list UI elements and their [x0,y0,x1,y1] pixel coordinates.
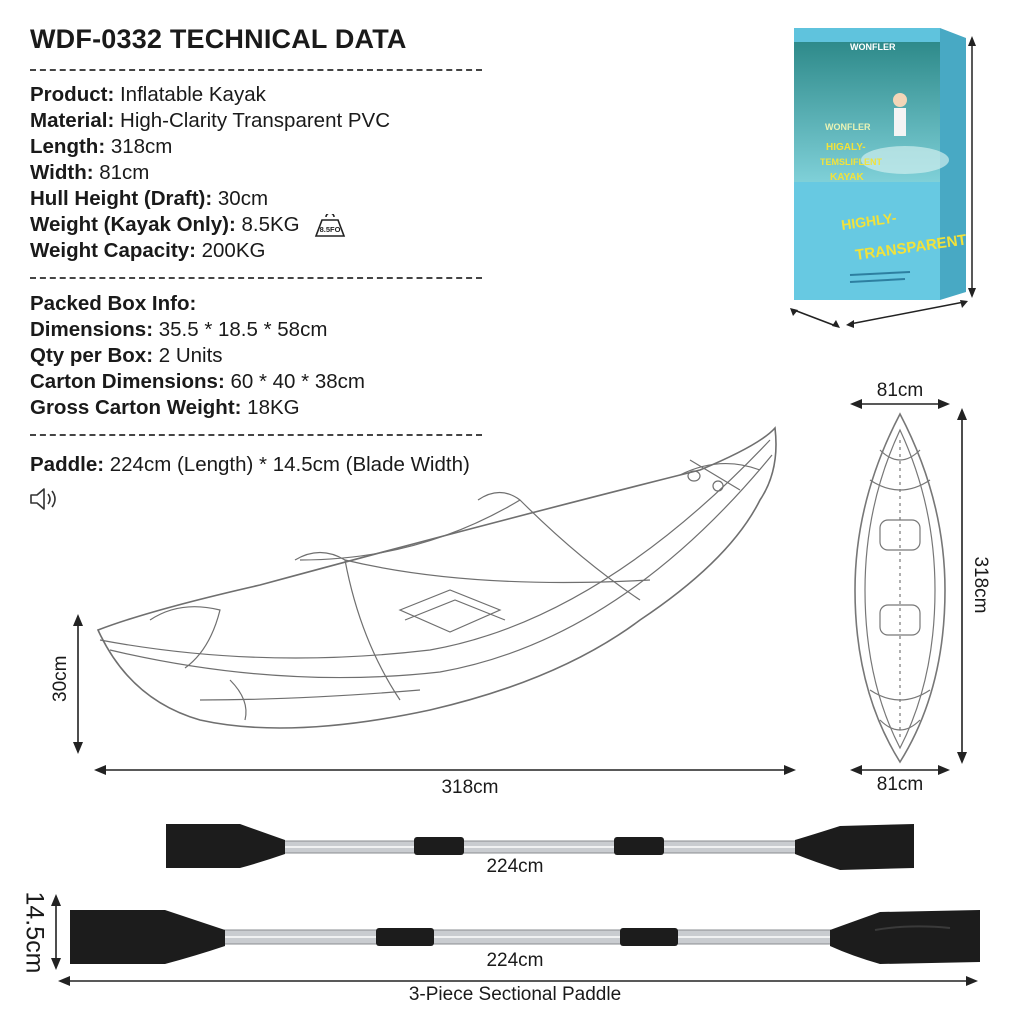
svg-text:WONFLER: WONFLER [850,42,896,52]
spec-weight: Weight (Kayak Only): 8.5KG 8.5FO [30,212,347,238]
spec-paddle: Paddle: 224cm (Length) * 14.5cm (Blade W… [30,453,470,476]
top-width-top-label: 81cm [876,380,924,401]
separator-2 [30,277,482,279]
paddle-caption: 3-Piece Sectional Paddle [408,984,622,1005]
box-gross-weight: Gross Carton Weight: 18KG [30,396,300,419]
spec-capacity: Weight Capacity: 200KG [30,239,266,262]
blade-width-label: 14.5cm [20,891,49,974]
svg-text:KAYAK: KAYAK [830,172,864,183]
svg-text:HIGHLY-: HIGHLY- [840,209,898,233]
spec-product: Product: Inflatable Kayak [30,83,266,106]
spec-hull-height: Hull Height (Draft): 30cm [30,187,269,210]
package-box: WONFLER WONFLER HIGALY- TEMSLIFLENT KAYA… [790,28,976,328]
spec-width: Width: 81cm [30,161,150,184]
weight-icon: 8.5FO [315,213,346,237]
box-carton-dimensions: Carton Dimensions: 60 * 40 * 38cm [30,370,365,393]
paddle1-length-label: 224cm [486,856,544,877]
svg-text:8.5FO: 8.5FO [320,225,341,234]
paddle2-length-label: 224cm [486,950,544,971]
top-width-bottom-label: 81cm [876,774,924,795]
spec-material: Material: High-Clarity Transparent PVC [30,109,391,132]
speaker-icon[interactable] [28,486,60,512]
side-length-label: 318cm [441,777,499,798]
box-dimensions: Dimensions: 35.5 * 18.5 * 58cm [30,318,328,341]
page-title: WDF-0332 TECHNICAL DATA [30,24,407,54]
svg-text:WONFLER: WONFLER [825,122,871,132]
svg-text:TEMSLIFLENT: TEMSLIFLENT [820,157,882,167]
box-heading: Packed Box Info: [30,292,197,315]
separator-1 [30,69,482,71]
spec-length: Length: 318cm [30,135,173,158]
svg-text:HIGALY-: HIGALY- [826,142,866,153]
paddle-2 [70,910,980,964]
separator-3 [30,434,482,436]
paddle-1 [166,824,914,870]
box-qty: Qty per Box: 2 Units [30,344,223,367]
